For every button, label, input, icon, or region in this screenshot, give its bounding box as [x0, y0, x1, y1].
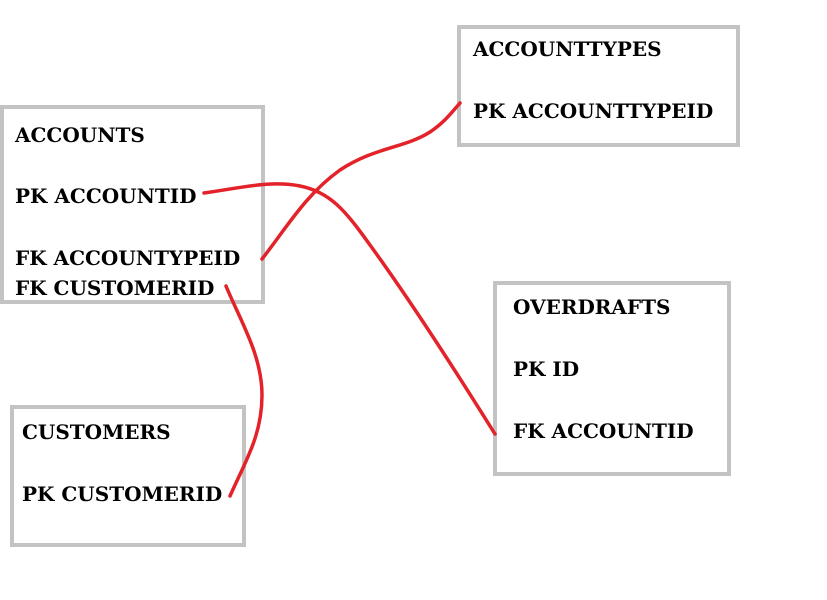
accounttypes-field-pk-accounttypeid: PK ACCOUNTTYPEID [473, 99, 714, 123]
accounts-field-fk-accountypeid: FK ACCOUNTYPEID [15, 246, 241, 270]
entity-accounts-title: ACCOUNTS [15, 123, 145, 147]
entity-overdrafts-title: OVERDRAFTS [513, 295, 671, 319]
entity-accounttypes: ACCOUNTTYPES PK ACCOUNTTYPEID [457, 25, 740, 147]
entity-customers: CUSTOMERS PK CUSTOMERID [10, 405, 246, 547]
customers-field-pk-customerid: PK CUSTOMERID [22, 482, 223, 506]
overdrafts-field-pk-id: PK ID [513, 357, 580, 381]
entity-accounts: ACCOUNTS PK ACCOUNTID FK ACCOUNTYPEID FK… [0, 105, 265, 304]
entity-accounttypes-title: ACCOUNTTYPES [473, 37, 662, 61]
entity-overdrafts: OVERDRAFTS PK ID FK ACCOUNTID [493, 281, 731, 476]
overdrafts-field-fk-accountid: FK ACCOUNTID [513, 419, 694, 443]
accounts-field-fk-customerid: FK CUSTOMERID [15, 276, 215, 300]
entity-customers-title: CUSTOMERS [22, 420, 171, 444]
connector-accounttypeid-to-accounttypes [260, 101, 462, 261]
accounts-field-pk-accountid: PK ACCOUNTID [15, 184, 197, 208]
